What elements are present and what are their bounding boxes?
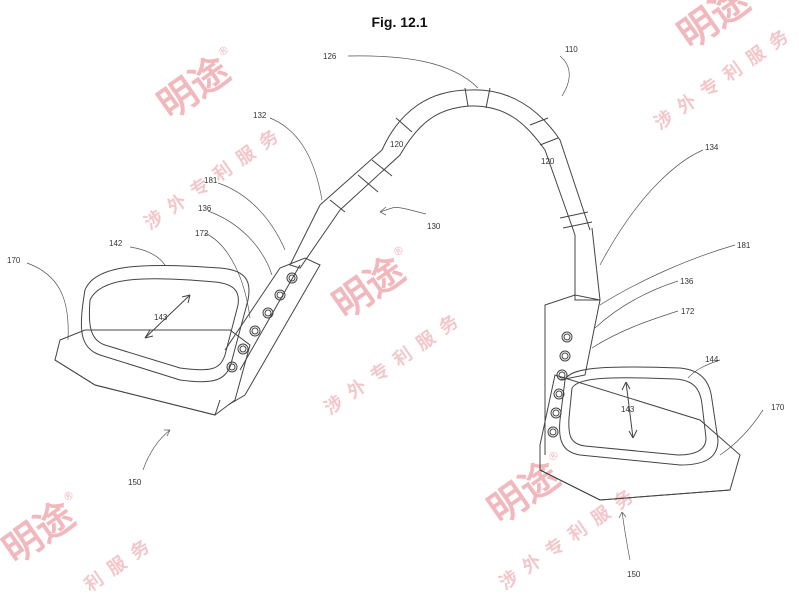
right-earcup xyxy=(539,294,741,501)
label-181-right: 181 xyxy=(737,241,751,250)
label-142: 142 xyxy=(109,239,123,248)
headband xyxy=(289,87,601,301)
label-170-right: 170 xyxy=(771,403,785,412)
label-143-left: 143 xyxy=(154,313,168,322)
label-130: 130 xyxy=(427,222,441,231)
watermark-brand: 明途 xyxy=(150,48,238,128)
leader-lines xyxy=(26,55,764,561)
label-132: 132 xyxy=(253,111,267,120)
label-120-right: 120 xyxy=(541,157,555,166)
watermark-service: 涉外专利服务 xyxy=(320,305,470,419)
figure-title: Fig. 12.1 xyxy=(371,14,428,30)
label-136-right: 136 xyxy=(680,277,694,286)
label-172-left: 172 xyxy=(195,229,209,238)
label-134: 134 xyxy=(705,143,719,152)
label-150-left: 150 xyxy=(128,478,142,487)
watermark-service-short: 利服务 xyxy=(80,530,161,595)
watermark-service: 涉外专利服务 xyxy=(650,20,799,134)
label-126: 126 xyxy=(323,52,337,61)
watermark-brand: 明途 xyxy=(325,248,413,328)
label-120-left: 120 xyxy=(390,140,404,149)
reference-labels: 126 110 132 120 120 134 181 130 136 172 … xyxy=(7,45,785,579)
label-136-left: 136 xyxy=(198,204,212,213)
label-181-left: 181 xyxy=(204,176,218,185)
watermark-brand: 明途 xyxy=(480,453,568,533)
label-170-left: 170 xyxy=(7,256,21,265)
watermark-brand: 明途 xyxy=(0,493,82,573)
watermark-brand: 明途 xyxy=(670,0,758,57)
label-172-right: 172 xyxy=(681,307,695,316)
label-144: 144 xyxy=(705,355,719,364)
left-earcup xyxy=(54,257,321,416)
label-150-right: 150 xyxy=(627,570,641,579)
label-143-right: 143 xyxy=(621,405,635,414)
label-110: 110 xyxy=(565,45,578,54)
